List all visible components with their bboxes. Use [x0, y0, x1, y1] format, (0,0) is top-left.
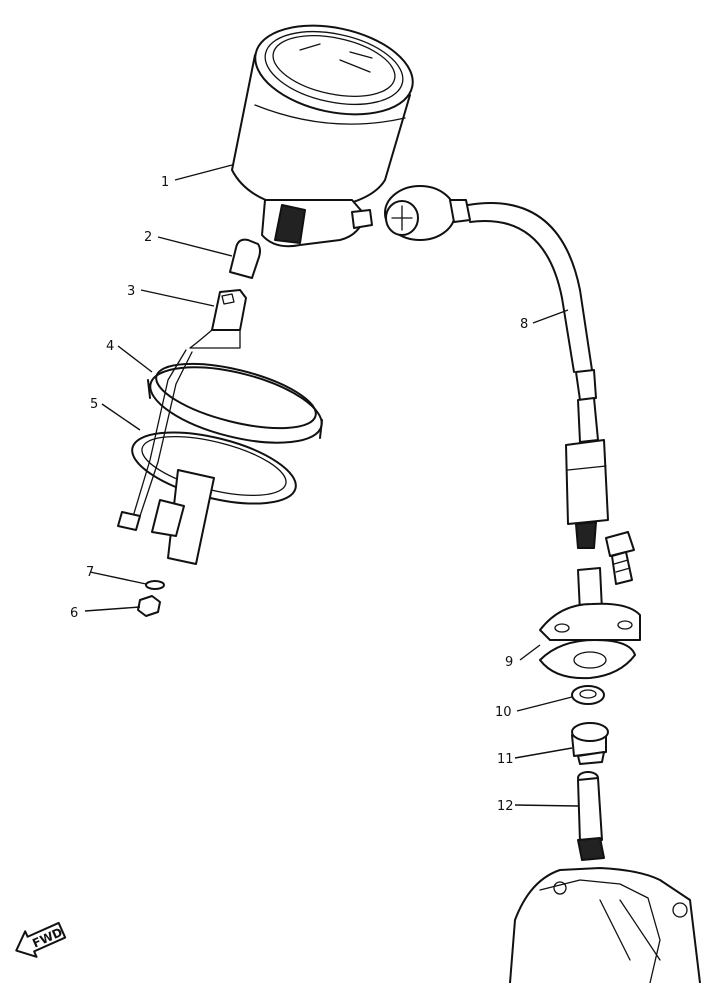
callout-4: 4 — [106, 339, 114, 354]
callout-11: 11 — [497, 752, 514, 767]
part-4-bracket — [147, 362, 323, 444]
screw — [605, 531, 635, 585]
callout-5: 5 — [90, 397, 98, 412]
part-3-socket — [189, 289, 247, 349]
part-11-bushing — [571, 722, 609, 765]
part-2-bulb — [229, 238, 261, 279]
callout-7: 7 — [86, 565, 94, 580]
part-6-nut — [137, 595, 161, 617]
callout-8: 8 — [520, 317, 528, 332]
callout-12: 12 — [497, 799, 514, 814]
callout-9: 9 — [505, 655, 513, 670]
part-12-gear-shaft — [577, 771, 605, 861]
part-7-washer — [145, 580, 165, 590]
fwd-arrow-icon: FWD — [15, 921, 67, 958]
part-10-oil-seal — [571, 685, 605, 705]
leader-lines — [84, 164, 579, 807]
part-1-speedometer — [231, 24, 414, 248]
part-9-flange — [539, 567, 641, 680]
callout-3: 3 — [127, 284, 135, 299]
callout-10: 10 — [495, 705, 512, 720]
part-5-damper — [117, 349, 297, 565]
callout-1: 1 — [161, 175, 169, 190]
part-8-cable — [384, 185, 609, 549]
engine-casing — [509, 867, 701, 983]
callout-2: 2 — [144, 230, 152, 245]
callout-6: 6 — [70, 606, 78, 621]
